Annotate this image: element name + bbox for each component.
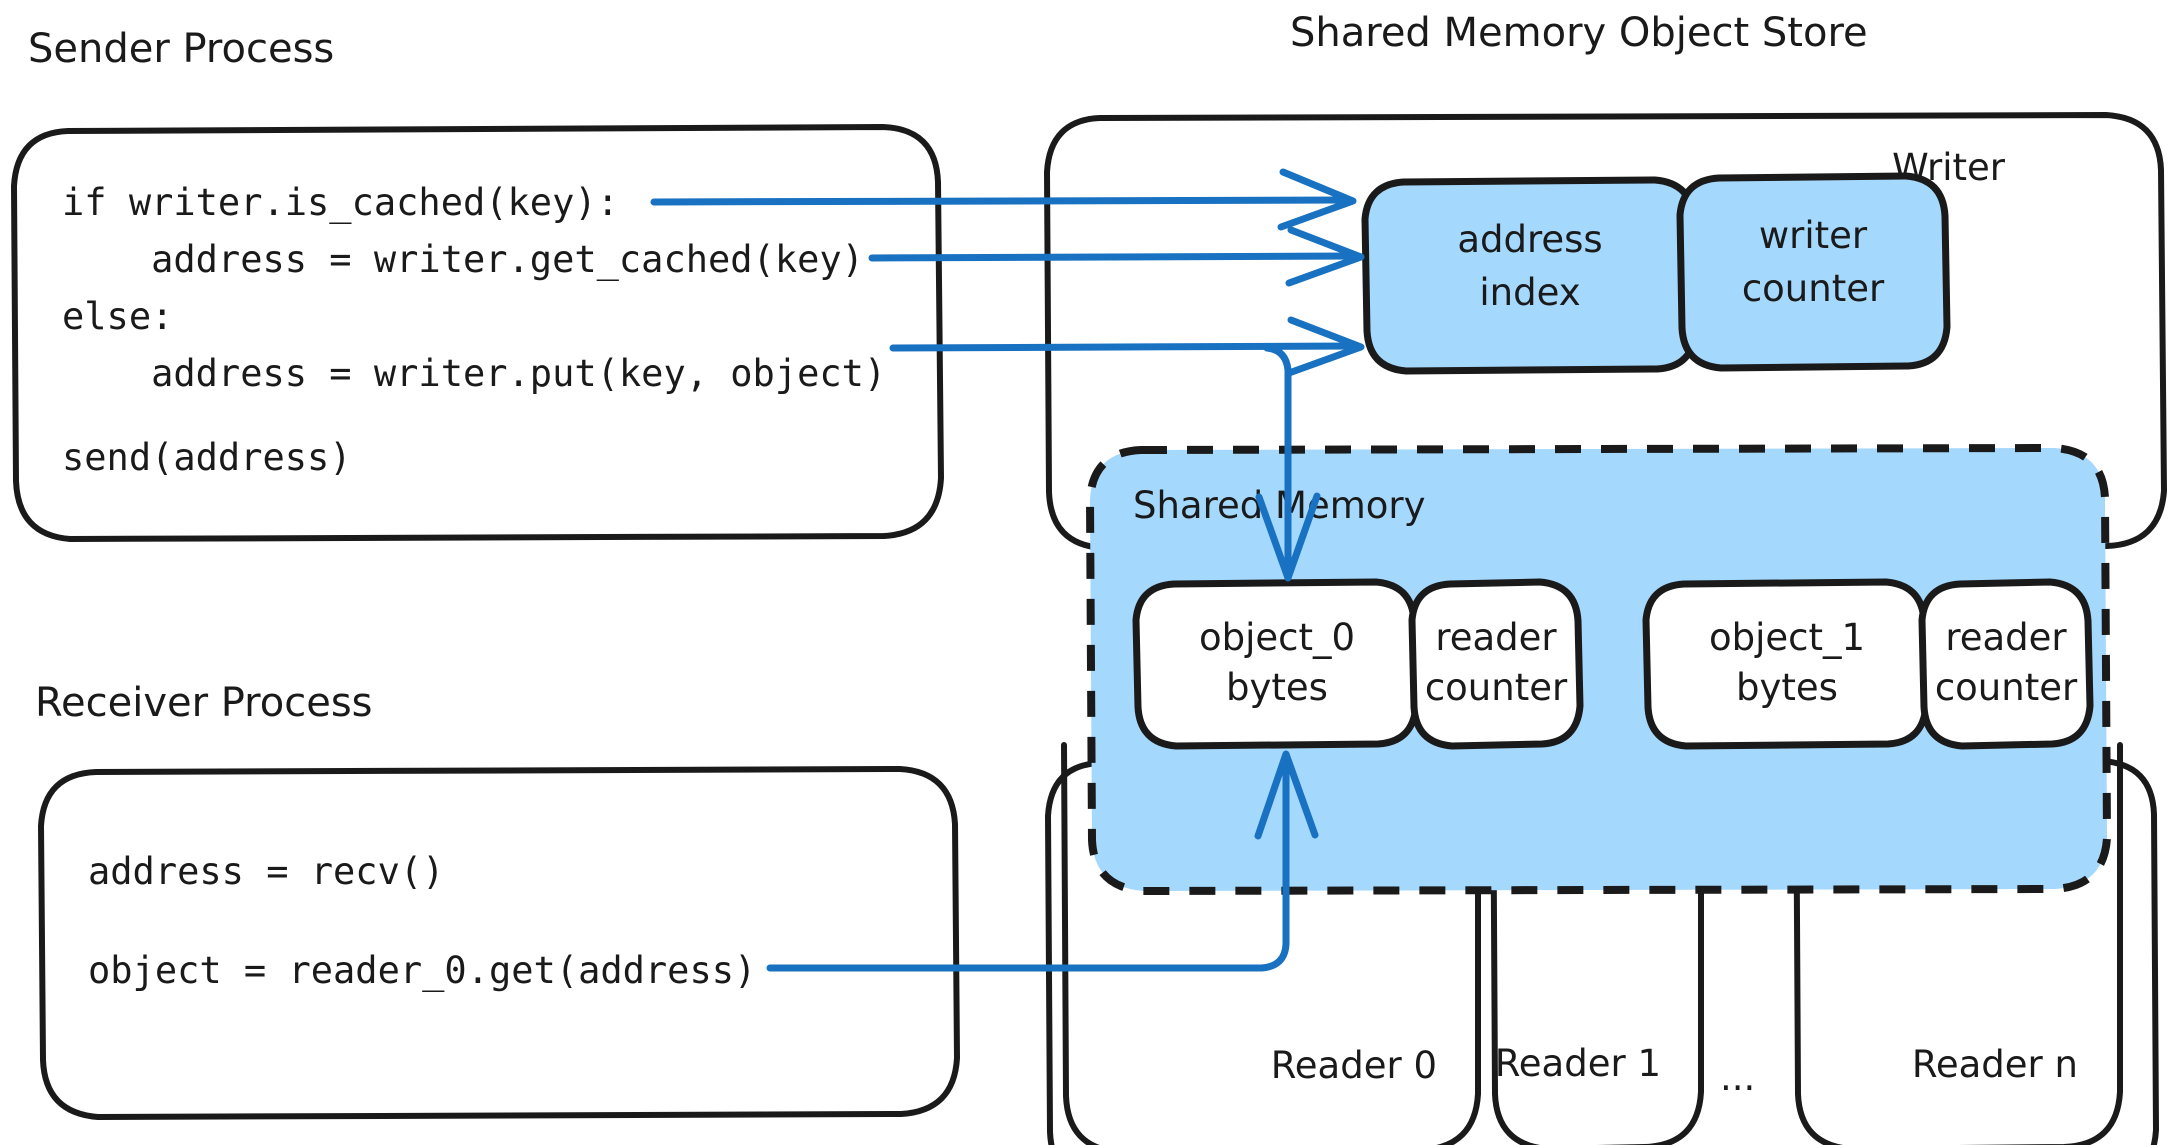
arrow-reader-get-to-object-0 [766,750,1319,972]
reader-counter-1-line-2: counter [1935,666,2078,709]
address-index-line-2: index [1479,271,1580,314]
arrow-put-to-address-index [889,316,1365,377]
object-0-line-1: object_0 [1199,616,1355,659]
object-0-bytes-box [1132,578,1420,750]
writer-counter-line-1: writer [1759,214,1868,257]
reader-1-box [1490,742,1704,1145]
writer-counter-block [1676,172,1951,372]
object-1-line-1: object_1 [1709,616,1865,659]
arrow-get-cached-to-address-index [868,226,1365,287]
readers-container-box [1045,758,2159,1145]
sender-code-line-5: send(address) [62,436,352,479]
writer-counter-line-2: counter [1742,267,1885,310]
receiver-code-line-0: address = recv() [88,850,444,893]
reader-1-label: Reader 1 [1495,1042,1661,1085]
reader-counter-1-line-1: reader [1945,616,2067,659]
readers-ellipsis: ... [1720,1056,1755,1099]
sender-code-line-0: if writer.is_cached(key): [62,181,619,225]
sender-process-box [11,124,944,542]
sender-code-line-2: else: [62,295,173,338]
sender-code-line-1: address = writer.get_cached(key) [62,238,864,282]
sender-code-line-3: address = writer.put(key, object) [62,352,886,395]
object-0-line-2: bytes [1226,666,1328,709]
reader-n-box [1793,742,2123,1145]
reader-0-box [1061,742,1481,1145]
receiver-process-title: Receiver Process [35,680,373,726]
reader-counter-0-line-1: reader [1435,616,1557,659]
shared-memory-object-store-title: Shared Memory Object Store [1290,10,1868,56]
receiver-process-box [38,766,960,1120]
object-1-bytes-box [1642,578,1930,750]
object-1-line-2: bytes [1736,666,1838,709]
writer-container-box [1044,112,2167,551]
arrow-put-to-object-0 [1255,344,1321,582]
reader-counter-0-line-2: counter [1425,666,1568,709]
reader-0-label: Reader 0 [1271,1044,1437,1087]
sender-process-title: Sender Process [28,26,334,72]
reader-counter-1-box [1918,578,2094,750]
shared-memory-label: Shared Memory [1133,484,1426,527]
arrow-is-cached-to-address-index [650,168,1357,231]
reader-n-label: Reader n [1912,1043,2078,1086]
reader-counter-0-box [1408,578,1584,750]
address-index-line-1: address [1457,218,1602,261]
receiver-code-line-2: object = reader_0.get(address) [88,949,756,993]
shared-memory-region [1085,443,2112,896]
